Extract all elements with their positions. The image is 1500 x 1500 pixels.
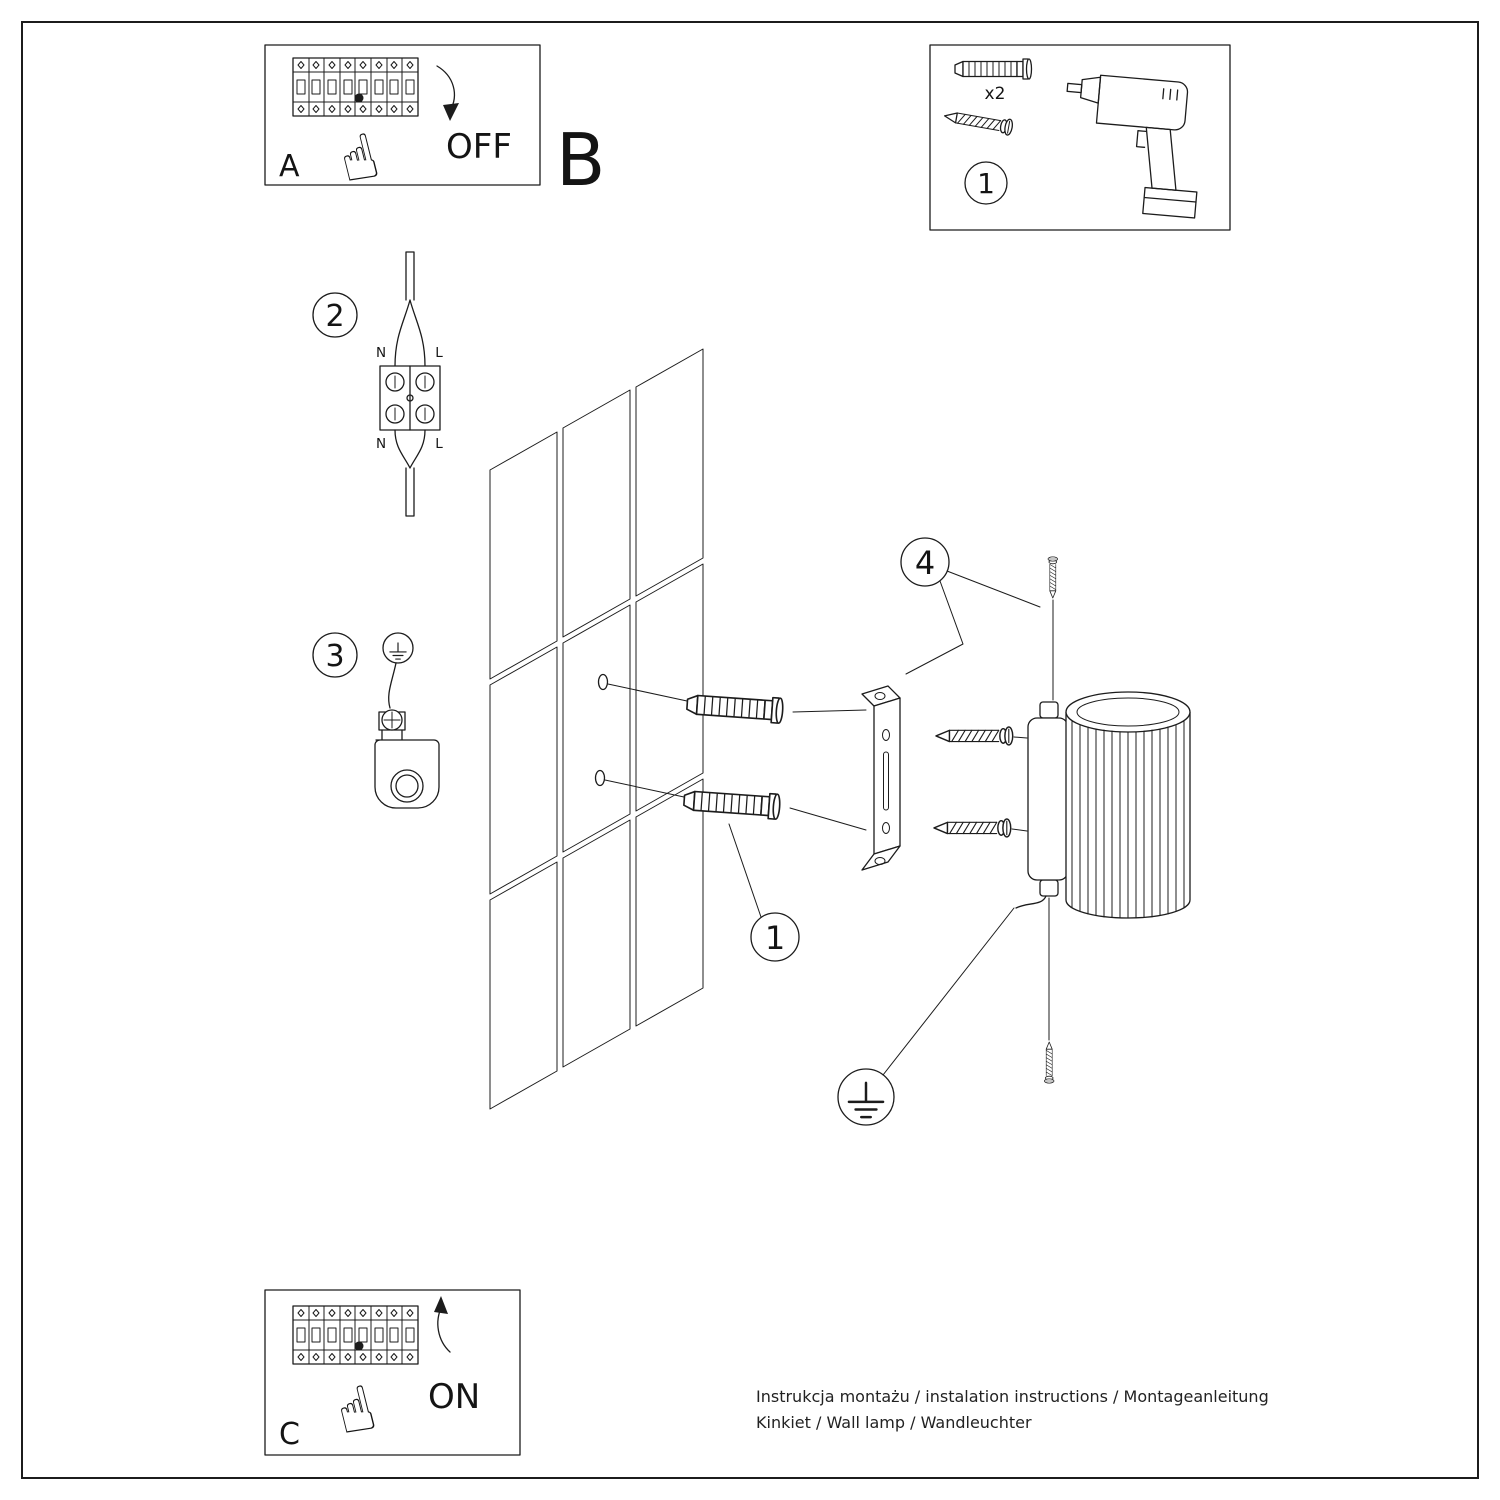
- bracket-bottom-hole: [874, 857, 886, 865]
- earth-callout: [837, 907, 1015, 1126]
- on-arrowhead-icon: [434, 1296, 448, 1314]
- bracket-screw-hole-top: [882, 729, 890, 741]
- step2-number: 2: [325, 299, 344, 334]
- wall-tile: [489, 861, 558, 1110]
- lamp-shade-ribs: [1071, 720, 1185, 919]
- step4-circle: [900, 537, 950, 587]
- circuit-breaker-icon: [292, 57, 419, 117]
- lamp-shade-opening: [1076, 697, 1180, 727]
- assembly-screw-bottom: [1044, 1041, 1055, 1084]
- fixing-screw-top: [935, 726, 1014, 746]
- step1-circle: [964, 161, 1008, 205]
- earth-icon: [389, 642, 407, 660]
- wall-tile: [635, 348, 704, 597]
- panel-c-switch-on: ☝ ON C: [264, 1289, 521, 1456]
- callout1-circle: [750, 912, 800, 962]
- circuit-breaker-icon: [292, 1305, 419, 1365]
- hand-icon: ☝: [332, 118, 386, 198]
- step3-earthing: 3: [312, 632, 440, 809]
- parts-box-frame: [929, 44, 1231, 231]
- terminal-n-top-label: N: [376, 345, 386, 361]
- wall-tile: [635, 563, 704, 812]
- step1-number: 1: [977, 167, 995, 200]
- terminal-l-top-label: L: [435, 345, 443, 361]
- page-border: [21, 21, 1479, 1479]
- bracket-slot: [883, 751, 889, 811]
- lamp-plate-bottom-tab: [1039, 879, 1059, 897]
- wall-tile: [489, 646, 558, 895]
- earth-leader-line: [882, 907, 1015, 1076]
- panel-a-switch-off: ☝ OFF A: [264, 44, 541, 198]
- step2-wiring: 2 N L N L: [312, 251, 443, 517]
- wall-tile: [635, 778, 704, 1027]
- terminal-n-bottom-label: N: [376, 436, 386, 452]
- section-b-label: B: [556, 118, 605, 202]
- off-label: OFF: [446, 127, 512, 167]
- wall-tile: [562, 604, 631, 853]
- earth-wire: [388, 662, 397, 709]
- earth-clamp: [374, 709, 440, 809]
- callout1-number: 1: [765, 919, 785, 957]
- step4-callout: 4: [900, 537, 1041, 675]
- wall-tile: [562, 389, 631, 638]
- fixing-screw-bottom: [933, 818, 1012, 838]
- bracket-face: [873, 697, 901, 855]
- terminal-block-diagram: [379, 251, 441, 517]
- mounting-bracket: [861, 685, 901, 871]
- screw-icon: [942, 107, 1015, 137]
- anchor-quantity-label: x2: [985, 84, 1006, 104]
- parts-box-step1: x2 1: [929, 44, 1231, 231]
- footer: Instrukcja montażu / instalation instruc…: [756, 1387, 1269, 1432]
- bracket-top-hole: [874, 692, 886, 700]
- wall-tile: [562, 819, 631, 1068]
- anchor-to-bracket-lines: [789, 709, 867, 831]
- footer-line1: Instrukcja montażu / instalation instruc…: [756, 1387, 1269, 1406]
- earth-icon-large: [847, 1081, 885, 1119]
- wall-lamp: [1015, 691, 1191, 919]
- footer-line2: Kinkiet / Wall lamp / Wandleuchter: [756, 1413, 1032, 1432]
- hole-to-anchor-lines: [604, 683, 688, 798]
- assembly-screw-top: [1047, 556, 1058, 599]
- earth-symbol-circle: [837, 1068, 895, 1126]
- earth-symbol-small: [382, 632, 414, 664]
- drill-hole-top: [597, 673, 609, 691]
- callout1-leader-line: [728, 823, 762, 918]
- wall-plug-icon: [954, 58, 1033, 80]
- on-label: ON: [428, 1377, 480, 1417]
- bracket-screw-hole-bottom: [882, 822, 890, 834]
- step4-leader-lines: [905, 570, 1041, 675]
- lamp-plate-top-tab: [1039, 701, 1059, 719]
- step3-number: 3: [325, 639, 344, 674]
- panel-a-frame: [264, 44, 541, 186]
- lamp-back-plate: [1027, 717, 1069, 881]
- step2-circle: [312, 292, 358, 338]
- drill-icon: [1066, 74, 1198, 219]
- hand-icon: ☝: [329, 1370, 383, 1450]
- lamp-earth-wire: [1015, 895, 1047, 909]
- terminal-l-bottom-label: L: [435, 436, 443, 452]
- panel-c-label: C: [279, 1417, 300, 1452]
- step3-circle: [312, 632, 358, 678]
- panel-c-frame: [264, 1289, 521, 1456]
- drill-hole-bottom: [594, 769, 606, 787]
- off-arrowhead-icon: [443, 103, 459, 121]
- wall-tiles: [489, 348, 704, 1110]
- wall-tile: [489, 431, 558, 680]
- screw-to-lamp-lines: [1011, 736, 1028, 832]
- panel-a-label: A: [279, 149, 300, 184]
- anchor-callout: 1: [728, 823, 800, 962]
- step4-number: 4: [915, 544, 935, 582]
